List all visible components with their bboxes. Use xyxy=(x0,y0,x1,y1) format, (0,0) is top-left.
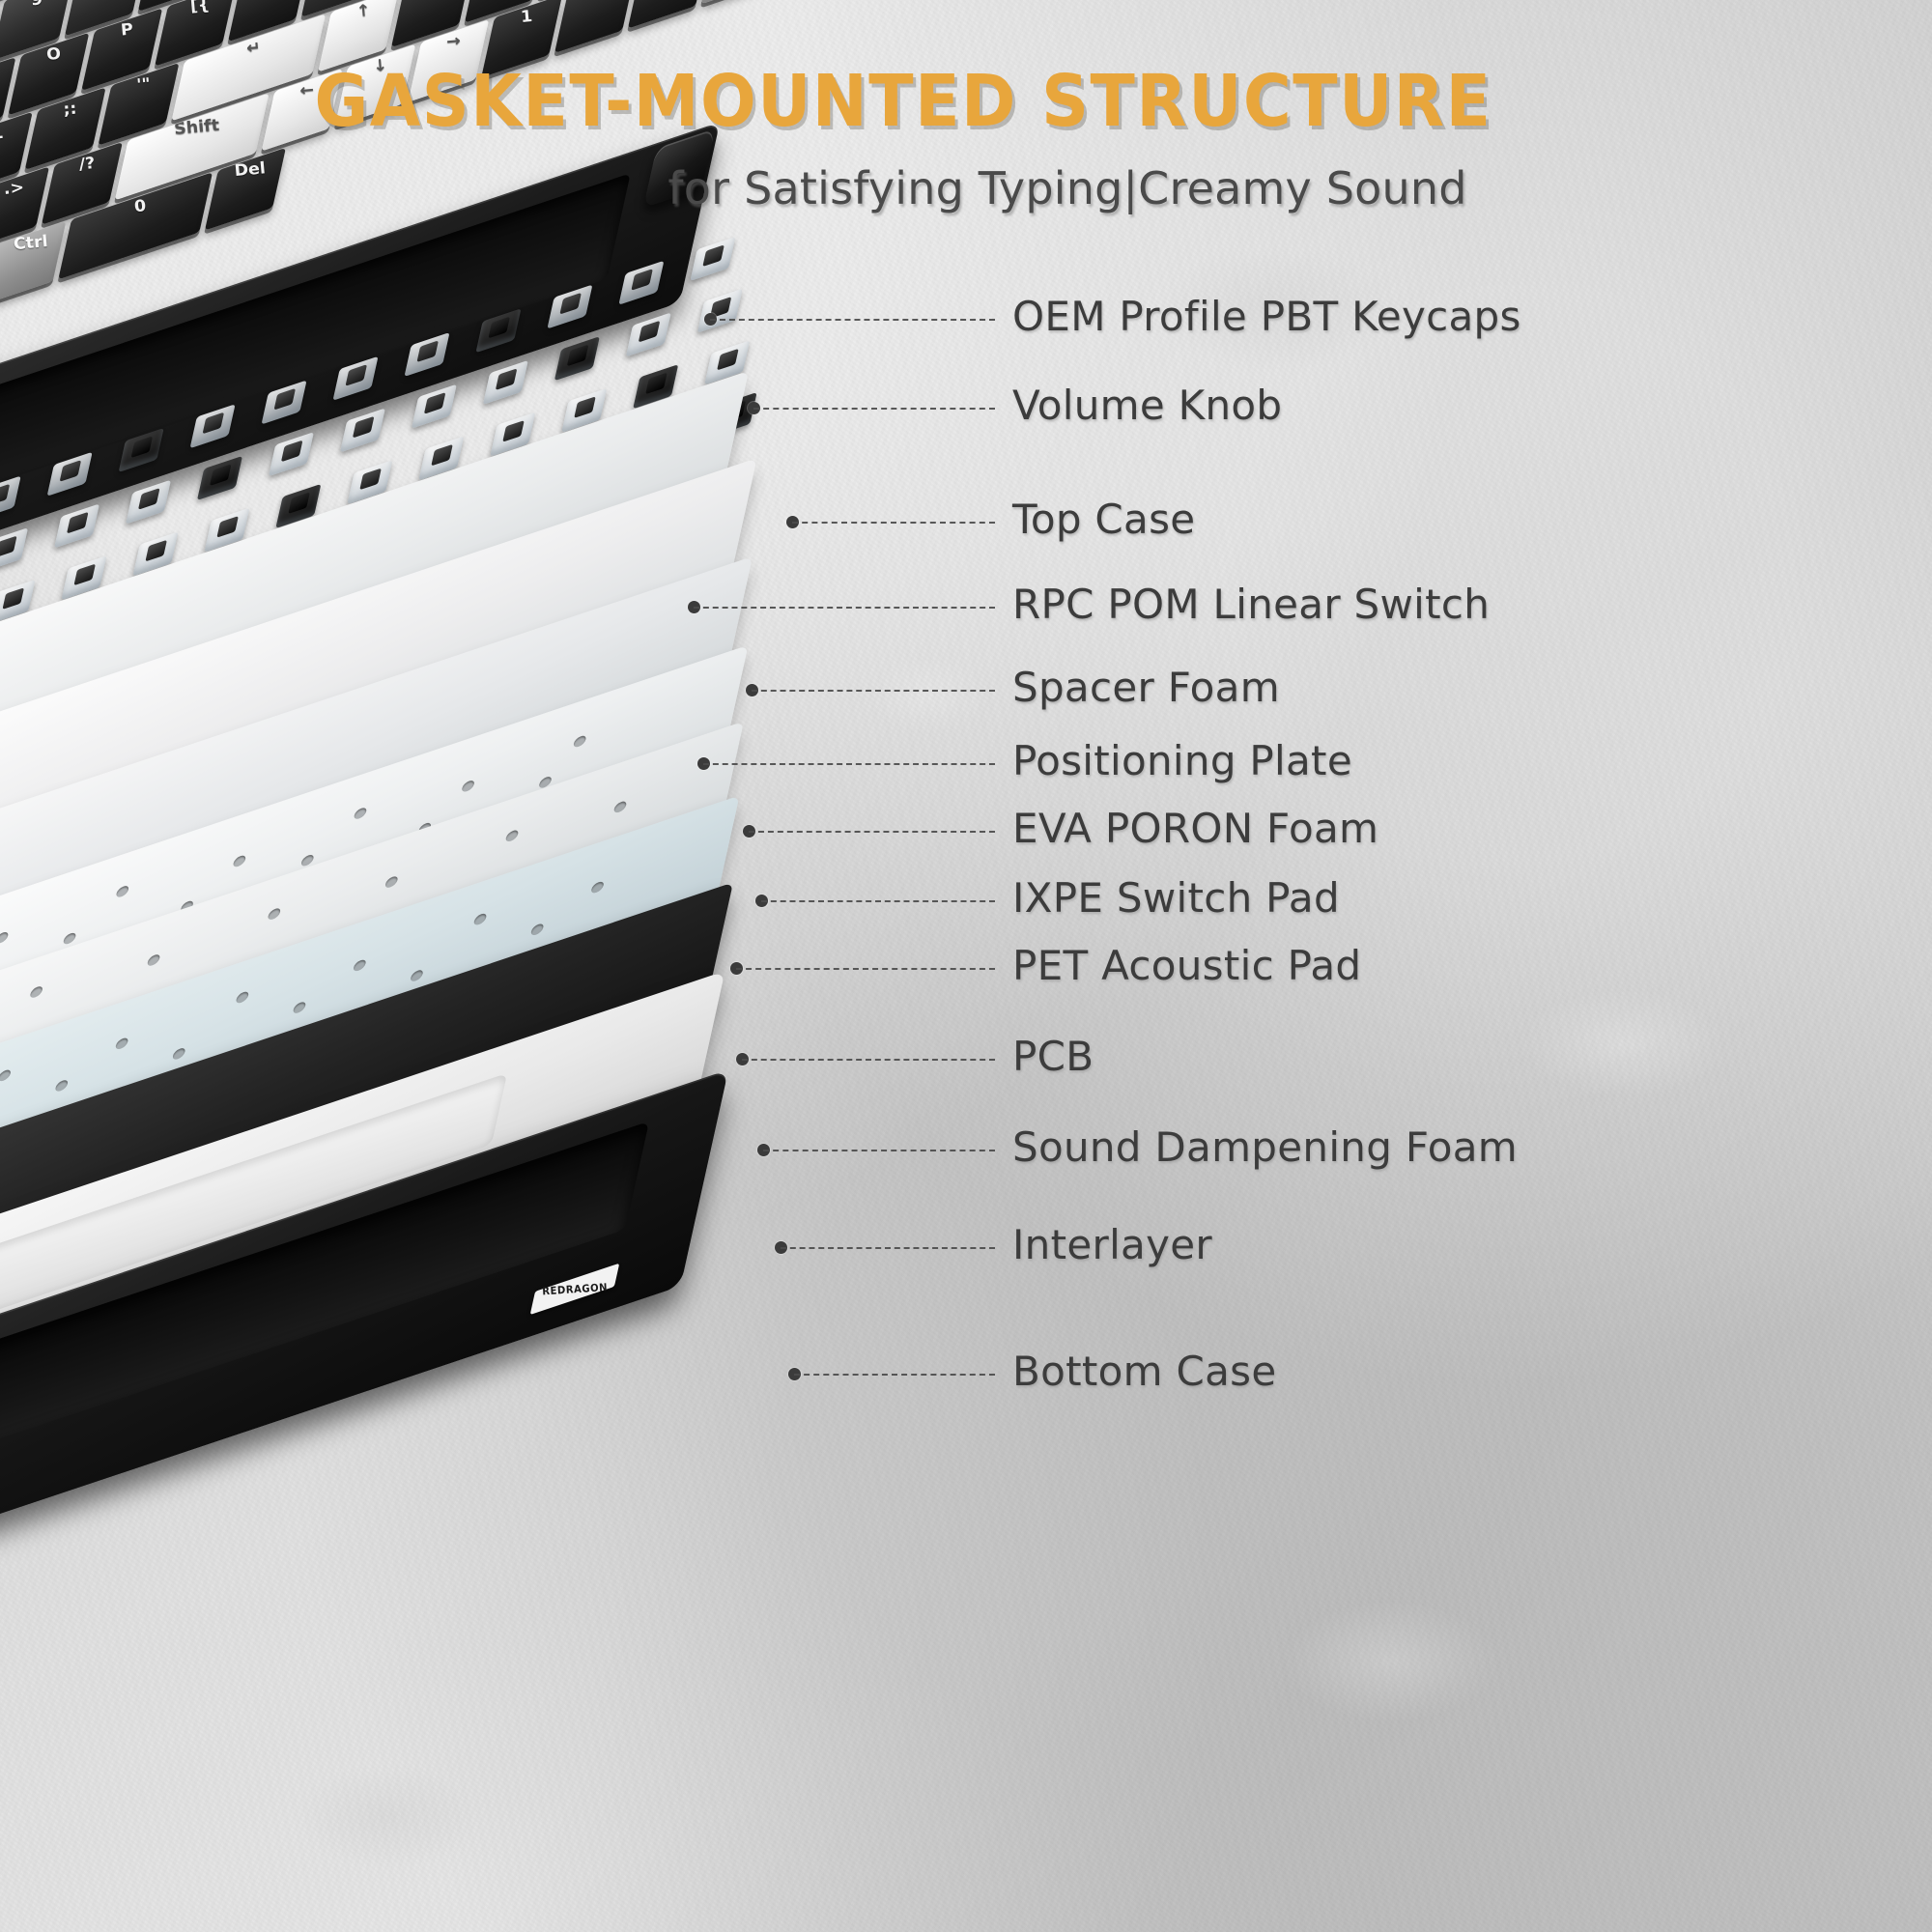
mechanical-switch xyxy=(482,359,528,406)
callout-label-6: EVA PORON Foam xyxy=(1012,805,1379,852)
mechanical-switch xyxy=(0,475,21,521)
mechanical-switch xyxy=(696,288,743,333)
callout-label-9: PCB xyxy=(1012,1033,1094,1080)
mechanical-switch xyxy=(268,432,315,477)
keycap: 2 xyxy=(554,0,637,54)
callout-leader-line xyxy=(742,1059,995,1061)
brand-badge-text: REDRAGON xyxy=(541,1280,609,1297)
mechanical-switch xyxy=(411,384,457,429)
page-title: GASKET-MOUNTED STRUCTURE xyxy=(314,60,1492,143)
callout-leader-line xyxy=(752,690,995,692)
keycap: 3 xyxy=(627,0,709,29)
brand-badge: REDRAGON xyxy=(529,1263,620,1316)
callout-leader-line xyxy=(736,968,995,970)
callout-label-5: Positioning Plate xyxy=(1012,737,1352,784)
callout-leader-line xyxy=(761,900,995,902)
callout-label-8: PET Acoustic Pad xyxy=(1012,942,1362,989)
callout-leader-line xyxy=(749,831,995,833)
mechanical-switch xyxy=(0,527,29,573)
callout-leader-line xyxy=(694,607,995,609)
callout-leader-line xyxy=(794,1374,995,1376)
callout-leader-line xyxy=(710,319,995,321)
mechanical-switch xyxy=(554,336,600,382)
callout-label-3: RPC POM Linear Switch xyxy=(1012,581,1491,628)
exploded-keyboard-illustration: F5F6F7F8F9F10F11F12DelInsPgUpPgDn67890-=… xyxy=(0,0,1063,1913)
mechanical-switch xyxy=(690,236,736,282)
callout-leader-line xyxy=(763,1150,995,1151)
callout-leader-line xyxy=(753,408,995,410)
callout-label-10: Sound Dampening Foam xyxy=(1012,1123,1519,1171)
mechanical-switch xyxy=(54,503,100,549)
mechanical-switch xyxy=(339,408,385,453)
callout-label-7: IXPE Switch Pad xyxy=(1012,874,1340,922)
keycap: Enter xyxy=(700,0,782,5)
mechanical-switch xyxy=(196,455,243,501)
callout-label-1: Volume Knob xyxy=(1012,382,1283,429)
callout-label-2: Top Case xyxy=(1012,496,1196,543)
page-subtitle: for Satisfying Typing|Creamy Sound xyxy=(668,162,1467,214)
callout-label-4: Spacer Foam xyxy=(1012,664,1280,711)
callout-label-11: Interlayer xyxy=(1012,1221,1212,1268)
callout-leader-line xyxy=(781,1247,995,1249)
callout-leader-line xyxy=(703,763,995,765)
callout-label-12: Bottom Case xyxy=(1012,1348,1277,1395)
callout-leader-line xyxy=(792,522,995,524)
mechanical-switch xyxy=(125,479,172,525)
callout-label-0: OEM Profile PBT Keycaps xyxy=(1012,293,1521,340)
mechanical-switch xyxy=(625,312,671,357)
